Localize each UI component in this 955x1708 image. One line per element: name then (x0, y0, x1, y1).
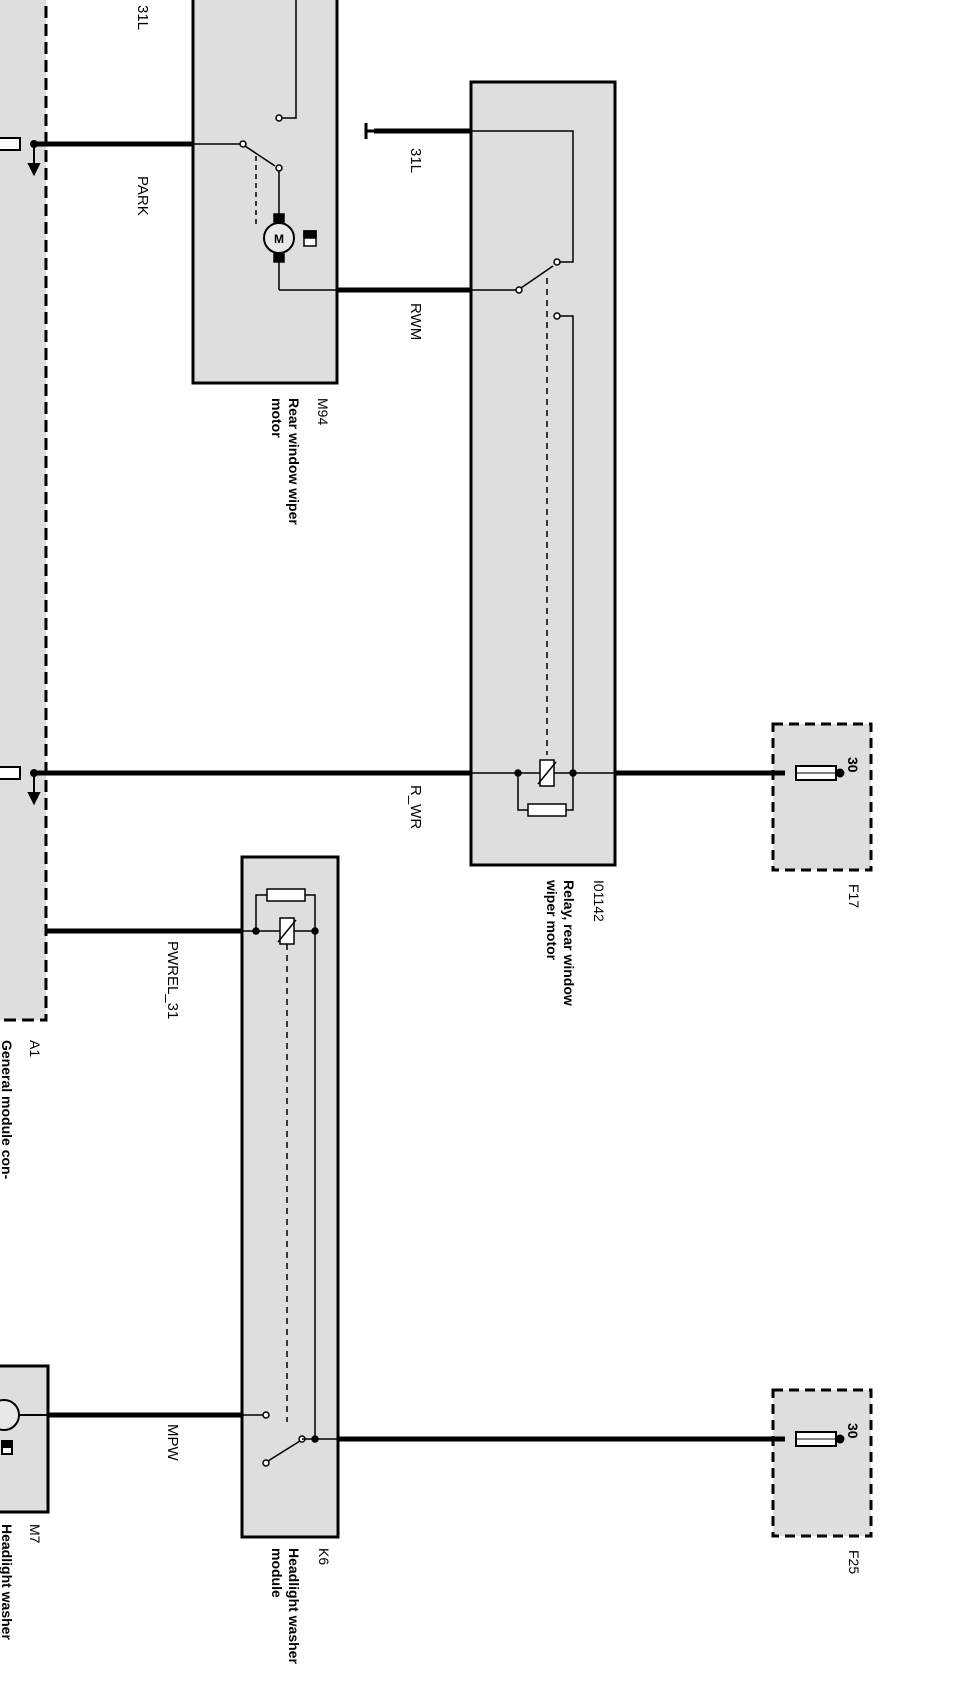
motor-icon (263, 222, 295, 254)
m7-name: Headlight washer (0, 1524, 15, 1640)
rwm-label: RWM (407, 303, 424, 340)
m94-internals (193, 0, 337, 291)
i01142-relay-box (469, 80, 617, 867)
m94-code: M94 (315, 398, 331, 425)
park-connector-icon (0, 137, 21, 151)
f17-fuse-icon (795, 765, 845, 781)
i01142-internals (471, 130, 615, 817)
a1-code: A1 (27, 1040, 43, 1057)
r-wr-connector-icon (0, 766, 21, 780)
k6-name-line1: Headlight washer (286, 1548, 302, 1664)
r-wr-label: R_WR (407, 785, 424, 829)
i01142-code: I01142 (591, 880, 607, 922)
k6-code: K6 (316, 1548, 332, 1565)
a1-connectors (0, 137, 41, 806)
f25-fuse-box (771, 1388, 873, 1538)
a1-name: General module con- (0, 1040, 15, 1180)
pwrel-31-label: PWREL_31 (164, 941, 181, 1019)
m7-motor-box (0, 1364, 50, 1514)
ground-label-relay: 31L (407, 148, 424, 173)
ground-label-top: 31L (134, 5, 151, 30)
f17-fuse-box (771, 722, 873, 872)
a1-module-box (0, 0, 48, 1022)
motor-symbol: M (274, 232, 284, 246)
resistor-icon (527, 803, 567, 817)
park-label: PARK (134, 176, 151, 216)
f17-code: F17 (846, 884, 862, 908)
wires (34, 128, 785, 1442)
m7-internals (0, 1399, 48, 1455)
i01142-name-line2: wiper motor (544, 879, 560, 961)
m94-module-box (191, 0, 339, 385)
f25-fuse-icon (795, 1431, 845, 1447)
f25-terminal: 30 (845, 1423, 861, 1439)
ground-icon (364, 123, 376, 139)
relay-switch-icon (520, 265, 554, 289)
k6-switch-icon (267, 1440, 301, 1462)
labels: 31L PARK 31L RWM R_WR PWREL_31 MPW M94 R… (0, 5, 862, 1664)
f25-code: F25 (846, 1550, 862, 1574)
m94-name-line1: Rear window wiper (286, 398, 302, 525)
f17-terminal: 30 (845, 757, 861, 773)
m7-code: M7 (27, 1524, 43, 1544)
m94-name-line2: motor (269, 398, 285, 438)
k6-resistor-icon (266, 888, 306, 902)
k6-name-line2: module (269, 1548, 285, 1598)
k6-module-box (240, 855, 340, 1539)
park-switch-icon (244, 145, 276, 167)
k6-internals (242, 888, 338, 1467)
mpw-label: MPW (164, 1424, 181, 1462)
i01142-name-line1: Relay, rear window (561, 880, 577, 1006)
